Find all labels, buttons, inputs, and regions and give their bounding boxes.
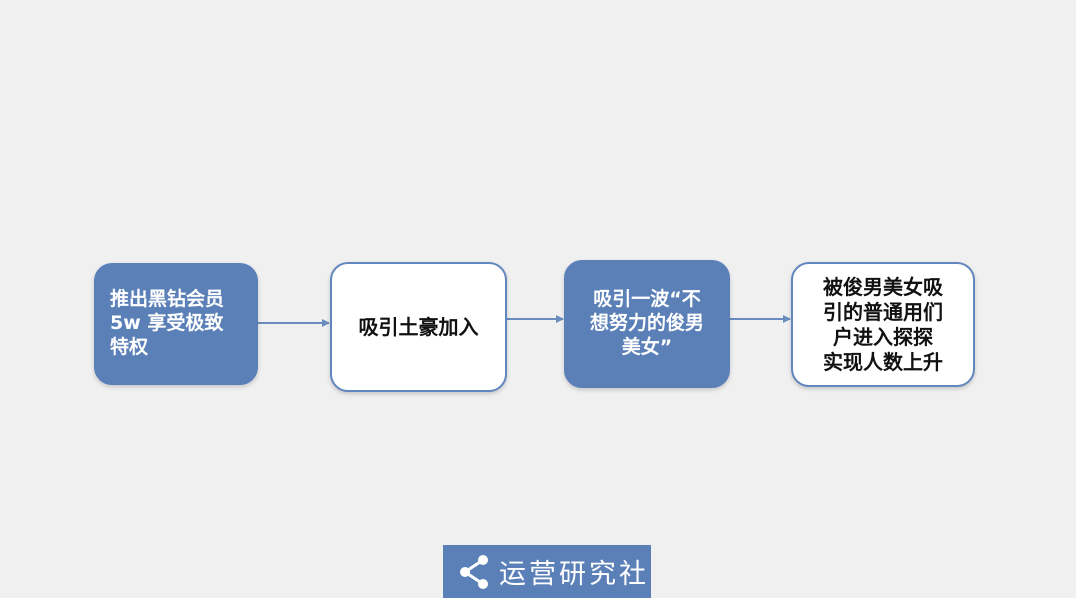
flow-node-attract-attractive-users: 吸引一波“不 想努力的俊男 美女” bbox=[564, 260, 730, 388]
brand-logo: 运营研究社 bbox=[443, 545, 651, 598]
brand-logo-text: 运营研究社 bbox=[499, 559, 649, 590]
node-text-line: 美女” bbox=[621, 335, 673, 358]
node-text-line: 引的普通用们 bbox=[823, 299, 943, 324]
share-icon bbox=[460, 554, 488, 589]
node-text-line: 5w 享受极致 bbox=[110, 312, 224, 335]
node-text-line: 被俊男美女吸 bbox=[823, 274, 943, 299]
flow-node-black-diamond-membership: 推出黑钻会员 5w 享受极致 特权 bbox=[94, 263, 258, 385]
node-text-line: 特权 bbox=[110, 335, 149, 358]
node-text-line: 推出黑钻会员 bbox=[110, 288, 225, 311]
flow-node-user-growth: 被俊男美女吸 引的普通用们 户进入探探 实现人数上升 bbox=[791, 262, 975, 387]
node-text-line: 吸引一波“不 bbox=[593, 288, 701, 311]
node-text-line: 户进入探探 bbox=[833, 324, 933, 349]
flow-node-attract-rich-users: 吸引土豪加入 bbox=[330, 262, 507, 392]
node-text-line: 想努力的俊男 bbox=[589, 312, 704, 335]
node-text-line: 吸引土豪加入 bbox=[358, 314, 479, 339]
node-text-line: 实现人数上升 bbox=[823, 349, 943, 374]
